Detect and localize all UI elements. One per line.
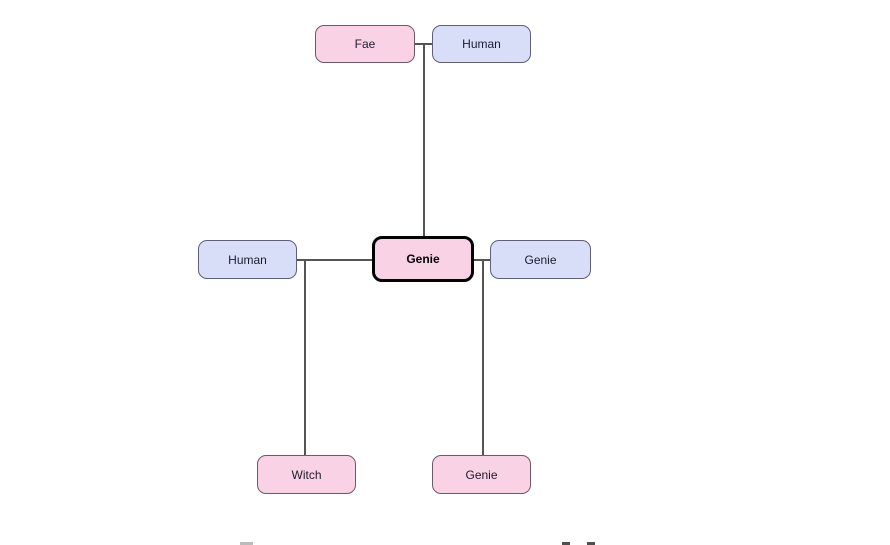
node-witch[interactable]: Witch <box>257 455 356 494</box>
cutoff-text-fragment <box>587 542 595 545</box>
node-genie-center-selected[interactable]: Genie <box>372 236 474 282</box>
node-human-left-label: Human <box>228 252 267 267</box>
node-witch-label: Witch <box>291 467 322 482</box>
node-genie-bottom[interactable]: Genie <box>432 455 531 494</box>
cutoff-text-fragment <box>240 542 253 545</box>
node-genie-bottom-label: Genie <box>465 467 498 482</box>
node-human-left[interactable]: Human <box>198 240 297 279</box>
node-genie-right-label: Genie <box>524 252 557 267</box>
edge-parent-to-genie-bottom <box>482 261 484 455</box>
edge-parent-to-genie-center <box>423 45 425 237</box>
node-human-top-label: Human <box>462 37 501 51</box>
node-human-top[interactable]: Human <box>432 25 531 63</box>
node-fae-label: Fae <box>354 37 376 51</box>
node-genie-center-label: Genie <box>406 252 440 266</box>
edge-parent-to-witch <box>304 261 306 455</box>
edge-couple-human-genie <box>297 259 373 261</box>
cutoff-text-fragment <box>562 542 570 545</box>
node-genie-right[interactable]: Genie <box>490 240 591 279</box>
node-fae[interactable]: Fae <box>315 25 415 63</box>
edge-couple-fae-human <box>413 43 433 45</box>
edge-couple-genie-genie <box>474 259 490 261</box>
